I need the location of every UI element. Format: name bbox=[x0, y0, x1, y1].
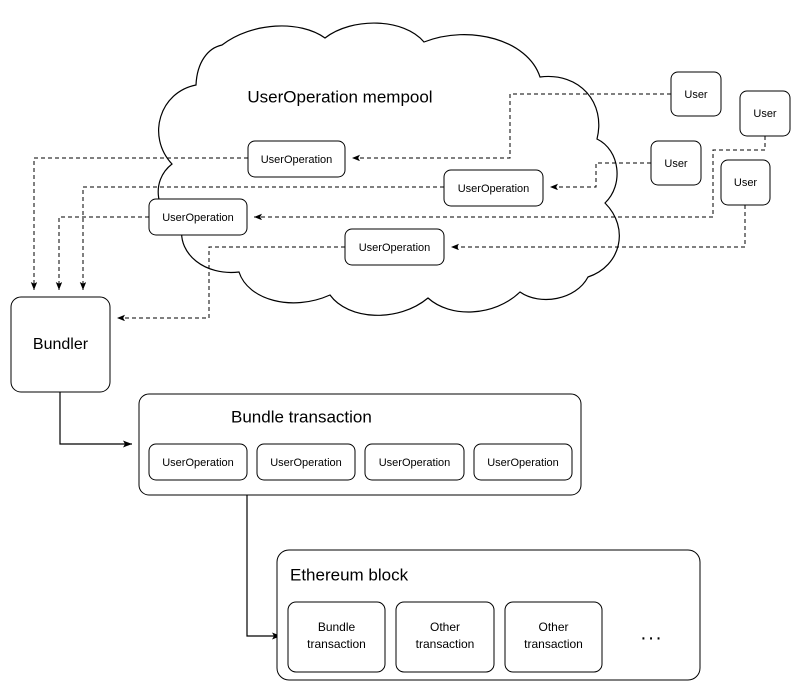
block-transaction-2-line1: Other bbox=[430, 620, 460, 634]
mempool-operation-3[interactable]: UserOperation bbox=[148, 198, 248, 236]
mempool-operation-1-label: UserOperation bbox=[261, 154, 333, 166]
connection-userop1-to-bundler bbox=[30, 157, 248, 290]
mempool-operation-2-label: UserOperation bbox=[458, 183, 530, 195]
bundler-label: Bundler bbox=[33, 336, 89, 353]
bundle-operation-3-label: UserOperation bbox=[379, 457, 451, 469]
block-transaction-3-line2: transaction bbox=[524, 637, 583, 651]
block-transaction-3-line1: Other bbox=[538, 620, 568, 634]
block-transaction-2-line2: transaction bbox=[416, 637, 475, 651]
user-2-label: User bbox=[753, 108, 777, 120]
connection-userop4-to-bundler bbox=[117, 246, 345, 322]
connection-user2-to-userop3 bbox=[254, 136, 766, 221]
useroperation-mempool-cloud: UserOperation mempool bbox=[157, 22, 620, 316]
ethereum-block-node[interactable]: Ethereum block Bundle transaction Other … bbox=[276, 549, 701, 681]
mempool-operation-4-label: UserOperation bbox=[359, 242, 431, 254]
user-1-label: User bbox=[684, 89, 708, 101]
bundle-transaction-node[interactable]: Bundle transaction UserOperation UserOpe… bbox=[138, 393, 582, 496]
bundle-operation-1[interactable]: UserOperation bbox=[148, 443, 248, 481]
user-3[interactable]: User bbox=[650, 140, 702, 186]
block-transaction-2[interactable]: Other transaction bbox=[395, 601, 495, 673]
bundle-operation-4[interactable]: UserOperation bbox=[473, 443, 573, 481]
connection-bundle-transaction-to-ethereum-block bbox=[246, 495, 281, 640]
user-4-label: User bbox=[734, 177, 758, 189]
bundle-operation-4-label: UserOperation bbox=[487, 457, 559, 469]
block-transaction-1-line1: Bundle bbox=[318, 620, 356, 634]
connection-bundler-to-bundle-transaction bbox=[59, 392, 132, 448]
bundle-operation-3[interactable]: UserOperation bbox=[364, 443, 465, 481]
mempool-operation-4[interactable]: UserOperation bbox=[344, 228, 445, 266]
bundle-operation-2[interactable]: UserOperation bbox=[256, 443, 356, 481]
user-4[interactable]: User bbox=[720, 159, 771, 206]
user-3-label: User bbox=[664, 158, 688, 170]
bundle-operation-2-label: UserOperation bbox=[270, 457, 342, 469]
mempool-operation-1[interactable]: UserOperation bbox=[247, 140, 346, 178]
connection-userop3-to-bundler bbox=[55, 216, 149, 290]
user-2[interactable]: User bbox=[739, 90, 791, 137]
bundle-transaction-title: Bundle transaction bbox=[231, 407, 372, 426]
mempool-operation-3-label: UserOperation bbox=[162, 212, 234, 224]
block-transactions-ellipsis: ... bbox=[641, 622, 664, 644]
connection-user1-to-userop1 bbox=[352, 93, 671, 162]
bundle-operation-1-label: UserOperation bbox=[162, 457, 234, 469]
connection-user3-to-userop2 bbox=[550, 162, 651, 191]
mempool-operation-2[interactable]: UserOperation bbox=[443, 169, 544, 207]
connection-user4-to-userop4 bbox=[451, 205, 746, 251]
connection-userop2-to-bundler bbox=[79, 186, 444, 290]
bundler-node[interactable]: Bundler bbox=[10, 296, 111, 393]
cloud-title: UserOperation mempool bbox=[247, 87, 432, 106]
block-transaction-1[interactable]: Bundle transaction bbox=[287, 601, 386, 673]
user-1[interactable]: User bbox=[670, 71, 722, 117]
block-transaction-1-line2: transaction bbox=[307, 637, 366, 651]
ethereum-block-title: Ethereum block bbox=[290, 565, 409, 584]
block-transaction-3[interactable]: Other transaction bbox=[504, 601, 603, 673]
